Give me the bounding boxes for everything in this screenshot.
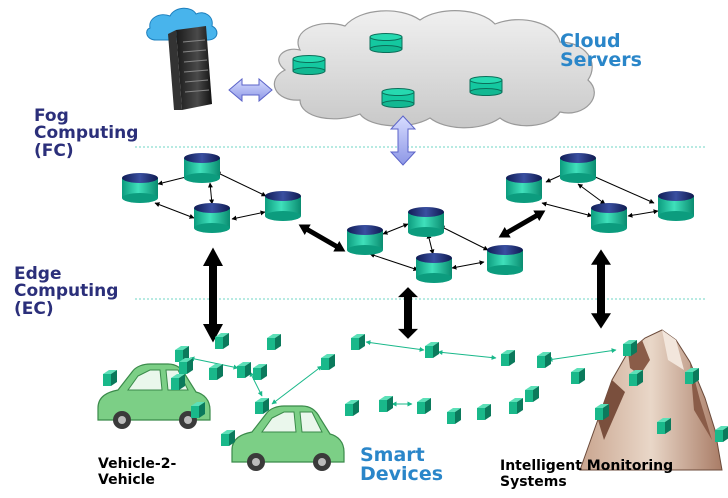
server-rack-icon	[146, 7, 218, 110]
cloud-fog-link-arrow	[389, 115, 417, 166]
fog-links	[154, 170, 659, 271]
cloud-icon	[273, 10, 595, 129]
intelligent-monitoring-label: Intelligent Monitoring Systems	[500, 458, 674, 491]
vehicle-2-vehicle-label: Vehicle-2- Vehicle	[98, 456, 177, 489]
car-icon	[231, 405, 345, 471]
cloud-server-link-arrow	[228, 77, 273, 103]
edge-computing-label: Edge Computing (EC)	[14, 264, 119, 319]
fog-computing-label: Fog Computing (FC)	[34, 106, 139, 161]
mountain-icon	[579, 329, 723, 471]
smart-devices-label: Smart Devices	[360, 444, 444, 486]
divider-lines	[135, 146, 706, 300]
device-links	[189, 340, 617, 407]
fog-edge-link-arrows	[203, 247, 611, 343]
cloud-servers-label: Cloud Servers	[560, 30, 642, 72]
